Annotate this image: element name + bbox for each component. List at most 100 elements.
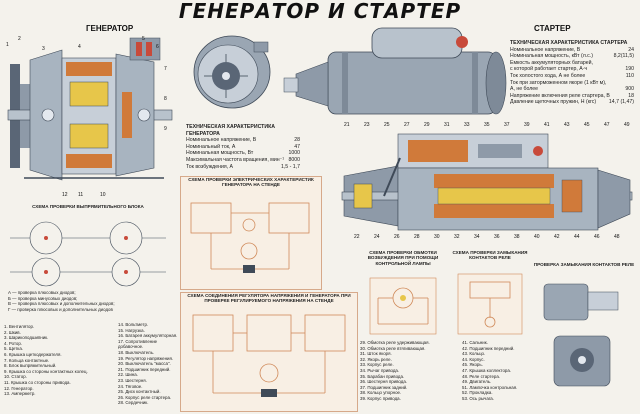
starter-callout-number: 42 (554, 234, 560, 240)
generator-spec-value: 28 (294, 137, 300, 144)
parts-list-item: 12. Генератор. (4, 385, 34, 391)
parts-list-item: 31. Шток якоря. (360, 351, 392, 357)
rectifier-legend-item: Г — проверка плюсовых и дополнительных д… (8, 306, 113, 312)
starter-spec-value: 8,2(11,5) (613, 53, 634, 60)
parts-list-item: 20. Выключатель "масса". (118, 361, 171, 367)
starter-callout-number: 32 (454, 234, 460, 240)
parts-list-item: 38. Кольцо упорное. (360, 390, 402, 396)
parts-list-item: 2. Шкив. (4, 329, 21, 335)
starter-callout-number: 37 (504, 122, 510, 128)
parts-list-item: 21. Подшипник передний. (118, 366, 171, 372)
starter-spec-row: Номинальное напряжение, В 24 (510, 47, 634, 54)
starter-callout-number: 43 (564, 122, 570, 128)
starter-render (283, 27, 507, 115)
starter-callout-number: 38 (514, 234, 520, 240)
starter-spec-row: Номинальная мощность, кВт (л.с.) 8,2(11,5… (510, 53, 634, 60)
parts-list-item: 49. Двигатель. (462, 379, 492, 385)
rectifier-legend-item: Б — проверка минусовых диодов; (8, 295, 78, 301)
parts-list-col-4: 41. Сальник.42. Подшипник передний.43. К… (462, 340, 534, 402)
starter-callout-number: 35 (484, 122, 490, 128)
generator-cross-section (7, 37, 173, 181)
starter-callout-number: 46 (594, 234, 600, 240)
relay-contacts-check-2-caption: ПРОВЕРКА ЗАМЫКАНИЯ КОНТАКТОВ РЕЛЕ (533, 262, 635, 267)
rectifier-legend-item: В — проверка плюсовых и дополнительных д… (8, 301, 115, 307)
starter-callout-number: 39 (524, 122, 530, 128)
parts-list-item: 16. Батарея аккумуляторная. (118, 333, 178, 339)
relay-contacts-check-2-diagram (543, 283, 619, 387)
rectifier-legend-item: А — проверка плюсовых диодов; (8, 290, 76, 295)
regulator-connection-panel: СХЕМА СОЕДИНЕНИЯ РЕГУЛЯТОРА НАПРЯЖЕНИЯ И… (180, 292, 358, 412)
gen-electric-check-diagram (190, 202, 310, 273)
generator-callout-number: 8 (164, 96, 167, 102)
generator-spec-label: Номинальное напряжение, В (186, 137, 257, 144)
parts-list-item: 22. Шина. (118, 372, 138, 378)
starter-callout-number: 41 (544, 122, 550, 128)
generator-render (193, 35, 271, 109)
starter-spec-label: Давление щеточных пружин, Н (кгс) (510, 99, 597, 106)
generator-spec-value: 1,5 - 1,7 (280, 163, 300, 170)
winding-check-diagram (369, 277, 437, 335)
generator-section: ГЕНЕРАТОР (4, 22, 176, 198)
relay-contacts-check-diagram (457, 273, 523, 335)
rectifier-check-caption: СХЕМА ПРОВЕРКИ ВЫПРЯМИТЕЛЬНОГО БЛОКА (32, 204, 144, 209)
poster-title: ГЕНЕРАТОР И СТАРТЕР (178, 0, 462, 23)
parts-list-item: 17. Сопротивление добавочное. (118, 338, 158, 350)
generator-callout-number: 6 (156, 44, 159, 50)
parts-list-item: 3. Шарикоподшипник. (4, 335, 49, 341)
parts-list-item: 36. Шестерня привода. (360, 379, 407, 385)
starter-callout-number: 49 (624, 122, 630, 128)
parts-list-item: 35. Барабан привода. (360, 373, 405, 379)
winding-check-caption: СХЕМА ПРОВЕРКИ ОБМОТКИ ВОЗБУЖДЕНИЯ ПРИ П… (367, 250, 439, 266)
parts-list-item: 23. Шестерня. (118, 377, 147, 383)
starter-cross-section (341, 133, 633, 231)
parts-list-item: 26. Корпус реле стартера. (118, 394, 172, 400)
parts-list-item: 42. Подшипник передний. (462, 345, 515, 351)
rectifier-legend: А — проверка плюсовых диодов;Б — проверк… (8, 290, 172, 312)
gen-electric-check-panel: СХЕМА ПРОВЕРКИ ЭЛЕКТРИЧЕСКИХ ХАРАКТЕРИСТ… (180, 176, 322, 290)
parts-list-item: 32. Якорь реле. (360, 356, 392, 362)
starter-spec-label: Ток при заторможенном якоре (1 кВт м), (510, 79, 607, 86)
starter-spec-value: 18 (628, 92, 634, 99)
relay-contacts-check-panel: СХЕМА ПРОВЕРКИ ЗАМЫКАНИЯ КОНТАКТОВ РЕЛЕ (450, 250, 530, 342)
parts-list-item: 15. Нагрузка. (118, 327, 145, 333)
starter-callout-number: 45 (584, 122, 590, 128)
starter-callout-number: 47 (604, 122, 610, 128)
generator-spec-row: Номинальное напряжение, В 28 (186, 137, 300, 144)
starter-callout-number: 40 (534, 234, 540, 240)
starter-spec-row: Давление щеточных пружин, Н (кгс)14,7 (1… (510, 99, 634, 106)
parts-list-item: 41. Сальник. (462, 340, 488, 345)
starter-spec-label: Номинальная мощность, кВт (л.с.) (510, 53, 593, 60)
starter-callout-number: 23 (364, 122, 370, 128)
starter-spec-label: Номинальное напряжение, В (510, 46, 581, 53)
starter-heading: СТАРТЕР (534, 24, 571, 33)
generator-callout-number: 11 (78, 192, 84, 198)
winding-check-panel: СХЕМА ПРОВЕРКИ ОБМОТКИ ВОЗБУЖДЕНИЯ ПРИ П… (362, 250, 444, 342)
parts-list-col-3: 29. Обмотка реле удерживающая.30. Обмотк… (360, 340, 458, 402)
parts-list-item: 29. Обмотка реле удерживающая. (360, 340, 430, 345)
generator-callout-number: 3 (42, 46, 45, 52)
parts-list-item: 7. Кольца контактные. (4, 357, 50, 363)
starter-spec-value: 24 (628, 46, 634, 53)
parts-list-item: 19. Регулятор напряжения. (118, 355, 174, 361)
parts-list-item: 11. Крышка со стороны привода. (4, 379, 71, 385)
parts-list-item: 4. Ротор. (4, 340, 23, 346)
starter-spec-label: Емкость аккумуляторных батарей, (510, 59, 593, 66)
generator-specs-heading: ТЕХНИЧЕСКАЯ ХАРАКТЕРИСТИКА ГЕНЕРАТОРА (186, 124, 275, 137)
starter-callout-number: 22 (354, 234, 360, 240)
parts-list-item: 10. Статор. (4, 374, 27, 380)
parts-list-item: 45. Якорь. (462, 362, 483, 368)
parts-list-item: 24. Тяговое. (118, 383, 143, 389)
parts-list-item: 34. Рычаг привода. (360, 367, 400, 373)
generator-callout-number: 1 (6, 42, 9, 48)
regulator-connection-diagram (192, 314, 346, 397)
starter-spec-row: Ток при заторможенном якоре (1 кВт м), (510, 80, 634, 87)
generator-callout-number: 2 (18, 36, 21, 42)
starter-callout-number: 34 (474, 234, 480, 240)
